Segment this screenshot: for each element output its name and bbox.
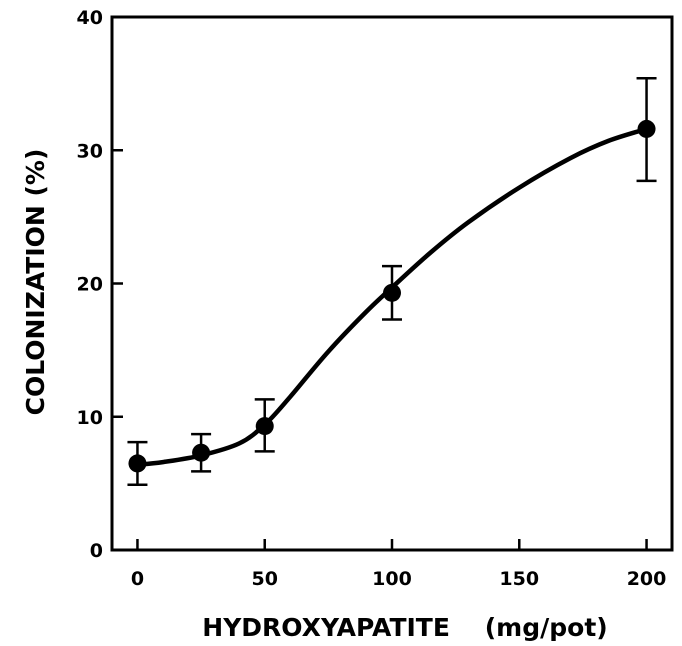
data-point-50	[255, 417, 274, 436]
y-tick-label-20: 20	[77, 274, 103, 296]
y-axis-title: COLONIZATION (%)	[21, 149, 50, 416]
data-point-200	[637, 119, 656, 138]
y-tick-label-0: 0	[90, 540, 103, 562]
x-tick-label-150: 150	[499, 568, 539, 590]
x-tick-label-100: 100	[372, 568, 412, 590]
x-tick-label-200: 200	[627, 568, 667, 590]
data-point-group-25	[191, 432, 212, 473]
data-point-group-200	[636, 77, 657, 183]
x-axis-title: HYDROXYAPATITE (mg/pot)	[202, 613, 607, 642]
y-tick-label-10: 10	[77, 407, 103, 429]
data-point-group-100	[382, 264, 402, 321]
data-point-group-0	[127, 440, 148, 486]
data-point-group-50	[254, 398, 275, 453]
x-tick-label-50: 50	[252, 568, 278, 590]
y-tick-label-40: 40	[77, 7, 103, 29]
data-point-0	[128, 454, 147, 473]
data-point-100	[383, 283, 401, 302]
fitted-curve	[135, 126, 649, 467]
y-tick-label-30: 30	[77, 140, 103, 162]
x-tick-label-0: 0	[131, 568, 144, 590]
data-point-25	[192, 443, 211, 462]
